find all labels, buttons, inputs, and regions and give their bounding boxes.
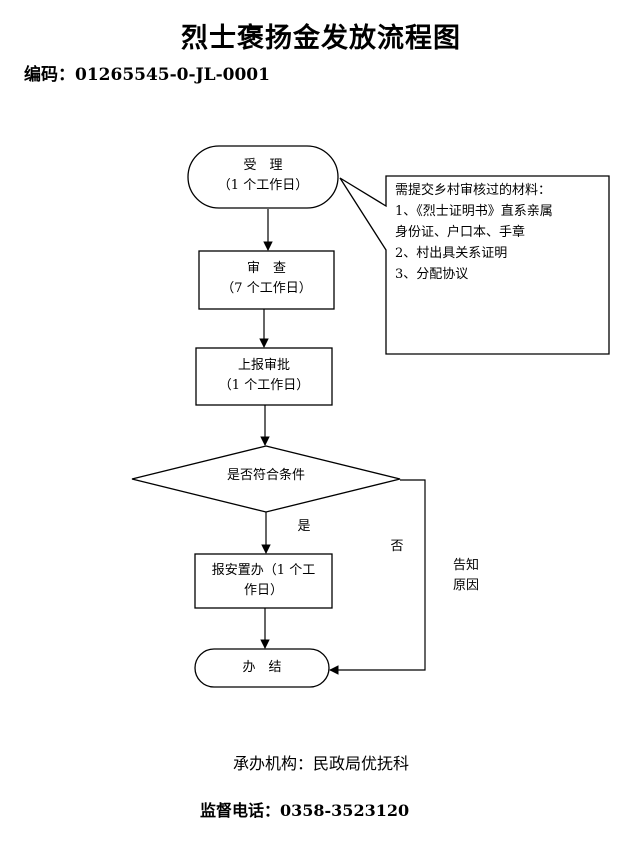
review-node-text: 审 查 （7 个工作日） xyxy=(199,259,334,299)
accept-node xyxy=(187,145,339,209)
materials-line-2: 身份证、户口本、手章 xyxy=(395,225,526,240)
finish-label: 办 结 xyxy=(242,660,282,675)
handle-node xyxy=(194,553,333,609)
materials-line-3: 2、村出具关系证明 xyxy=(395,246,508,261)
finish-node xyxy=(194,648,330,688)
accept-node-text: 受 理 （1 个工作日） xyxy=(188,156,338,196)
handle-node-text: 报安置办（1 个工 作日） xyxy=(195,561,332,601)
organization-line: 承办机构：民政局优抚科 xyxy=(232,754,409,773)
review-label: 审 查 xyxy=(246,261,286,276)
document-code: 编码：01265545-0-JL-0001 xyxy=(24,65,270,85)
notify-reason: 告知 原因 xyxy=(446,556,486,596)
no-label: 否 xyxy=(390,539,404,554)
report-time: （1 个工作日） xyxy=(218,378,310,393)
handle-label-line2: 作日） xyxy=(243,583,283,598)
handle-label-line1: 报安置办（1 个工 xyxy=(211,563,316,578)
decision-label: 是否符合条件 xyxy=(226,468,305,483)
notify-line2: 原因 xyxy=(452,578,479,593)
yes-label: 是 xyxy=(297,519,311,534)
review-node xyxy=(198,250,335,310)
supervision-phone: 监督电话：0358-3523120 xyxy=(200,801,410,820)
accept-label: 受 理 xyxy=(243,158,283,173)
materials-line-4: 3、分配协议 xyxy=(395,267,469,282)
materials-heading: 需提交乡村审核过的材料： xyxy=(395,183,552,198)
arrow-no-branch xyxy=(329,479,426,675)
materials-line-1: 1、《烈士证明书》直系亲属 xyxy=(395,204,553,219)
report-node-text: 上报审批 （1 个工作日） xyxy=(196,356,332,396)
materials-callout xyxy=(339,175,610,355)
report-node xyxy=(195,347,333,406)
review-time: （7 个工作日） xyxy=(221,281,312,296)
materials-note: 需提交乡村审核过的材料： 1、《烈士证明书》直系亲属 身份证、户口本、手章 2、… xyxy=(395,180,607,285)
report-label: 上报审批 xyxy=(237,358,290,373)
notify-line1: 告知 xyxy=(452,558,479,573)
accept-time: （1 个工作日） xyxy=(217,178,309,193)
page-title: 烈士褒扬金发放流程图 xyxy=(181,23,461,54)
